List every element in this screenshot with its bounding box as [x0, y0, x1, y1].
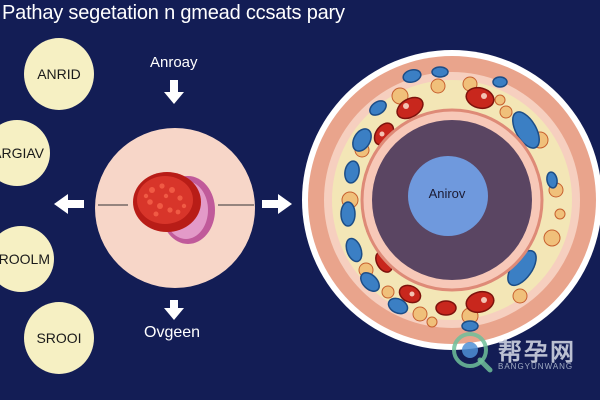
watermark-logo-icon [452, 332, 493, 373]
down-arrow-bottom [164, 300, 184, 320]
side-label-srooi: SROOI [24, 302, 94, 374]
core-label: Anirov [428, 186, 466, 201]
down-arrow-top [164, 80, 184, 104]
caption-bottom: Ovgeen [144, 324, 201, 341]
watermark-text: 帮孕网 [498, 338, 576, 366]
side-label-aroolm: AROOLM [0, 226, 54, 292]
side-label-anrid: ANRID [24, 38, 94, 110]
watermark-subtext: BANGYUNWANG [498, 362, 574, 371]
blue-cells [340, 66, 558, 332]
left-arrow [54, 194, 84, 214]
caption-top: Anroay [150, 54, 198, 71]
blue-nucleus [408, 156, 488, 236]
right-arrow [262, 194, 292, 214]
page-title: Pathay segetation n gmead ccsats pary [2, 2, 345, 24]
